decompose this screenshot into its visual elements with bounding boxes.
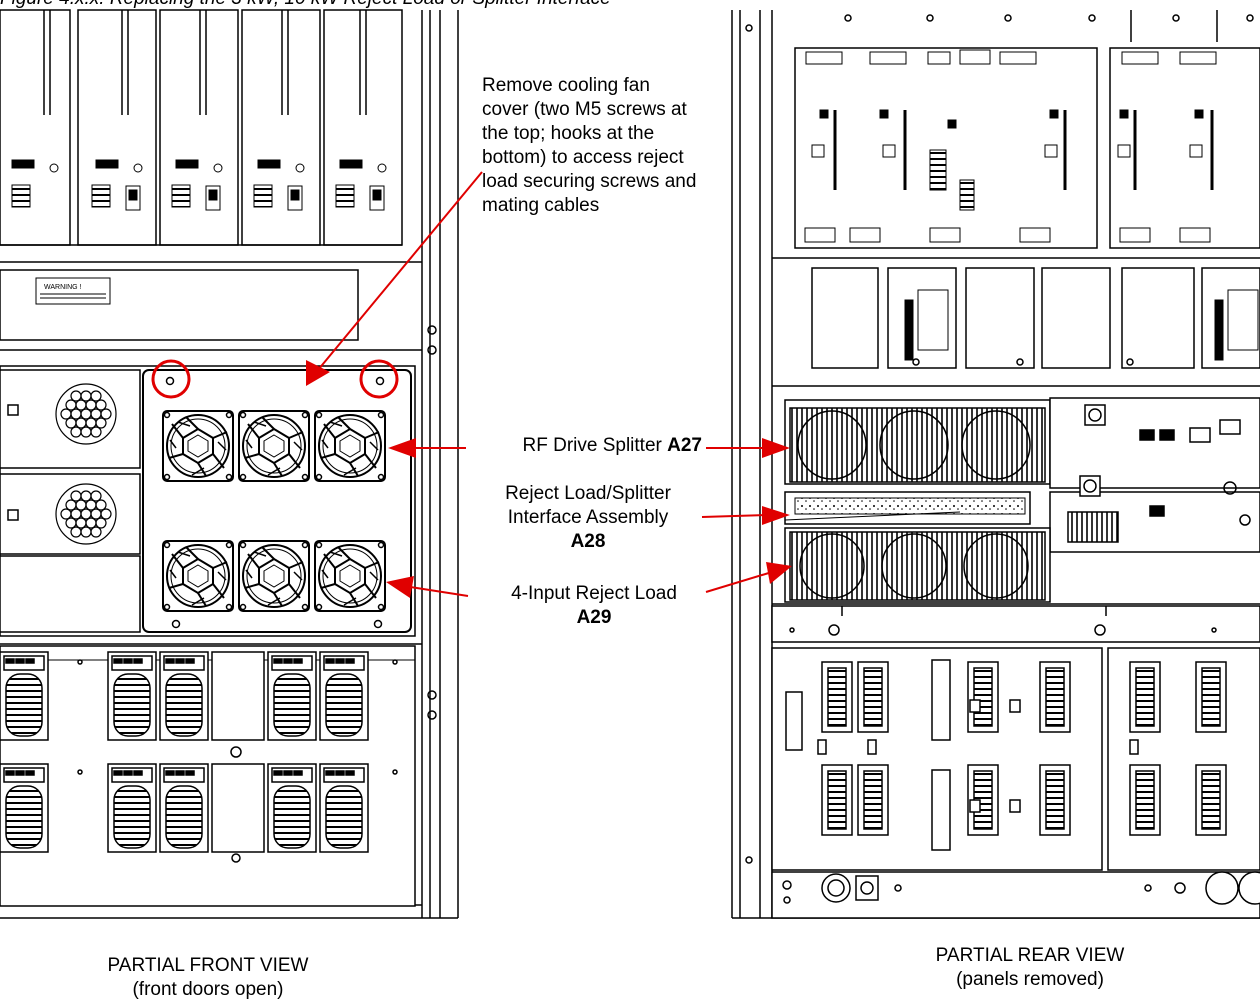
callout-markers xyxy=(151,171,792,598)
reject-load-label: 4-Input Reject Load xyxy=(511,583,677,604)
front-view-sublabel: (front doors open) xyxy=(132,979,284,1000)
rf-splitter-label: RF Drive Splitter xyxy=(522,435,668,456)
figure-title: Figure 4.x.x: Replacing the 3 kW, 10 kW … xyxy=(0,0,611,10)
rear-view-sublabel: (panels removed) xyxy=(956,969,1104,990)
rear-view-caption: PARTIAL REAR VIEW (panels removed) xyxy=(890,944,1170,992)
warning-label: WARNING ! xyxy=(44,284,82,291)
rear-view-drawing xyxy=(731,10,1260,919)
fan-cover-callout: Remove cooling fan cover (two M5 screws … xyxy=(482,75,697,216)
interface-assembly-ref: A28 xyxy=(570,531,606,552)
fan-cover-arrow xyxy=(317,171,483,371)
reject-load-callout: 4-Input Reject Load A29 xyxy=(478,582,710,630)
front-view-caption: PARTIAL FRONT VIEW (front doors open) xyxy=(68,954,348,1002)
screw-circle-right xyxy=(359,359,399,399)
rear-view-label: PARTIAL REAR VIEW xyxy=(935,945,1125,966)
interface-assembly-line1: Reject Load/Splitter xyxy=(505,483,671,504)
front-view-label: PARTIAL FRONT VIEW xyxy=(107,955,309,976)
screw-circle-left xyxy=(151,359,191,399)
reject-load-ref: A29 xyxy=(576,607,612,628)
front-view-drawing: WARNING ! xyxy=(0,9,459,919)
rf-splitter-ref: A27 xyxy=(667,435,702,456)
interface-assembly-callout: Reject Load/Splitter Interface Assembly … xyxy=(472,482,704,554)
interface-assembly-line2: Interface Assembly xyxy=(507,507,669,528)
rf-splitter-callout: RF Drive Splitter A27 xyxy=(470,434,703,458)
